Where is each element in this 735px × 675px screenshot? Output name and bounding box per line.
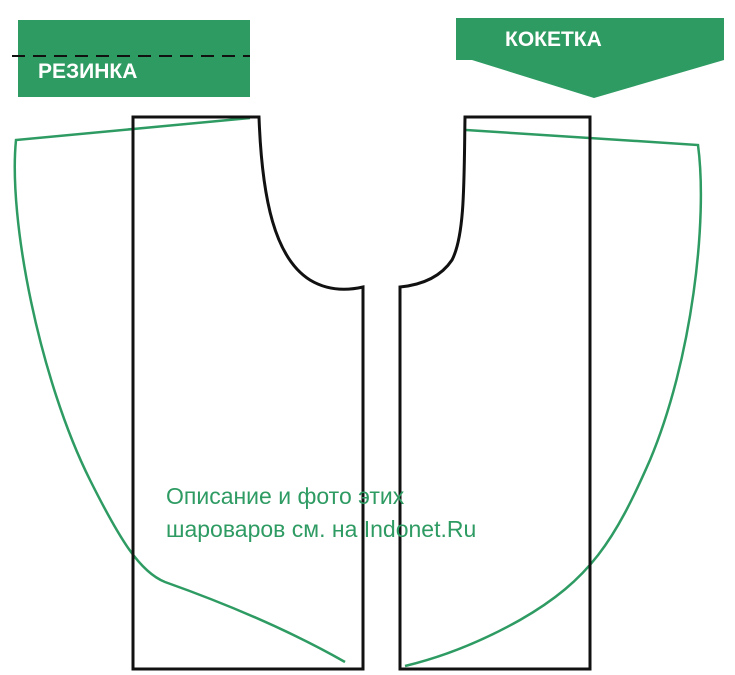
left-flare-outline <box>13 116 346 664</box>
right-flare-outline <box>404 128 703 668</box>
caption-line-1: Описание и фото этих <box>166 483 405 509</box>
caption-line-2: шароваров см. на Indonet.Ru <box>166 516 476 542</box>
rezinka-label: РЕЗИНКА <box>38 60 137 83</box>
koketka-badge-arrow <box>456 18 724 98</box>
koketka-label: КОКЕТКА <box>505 28 602 51</box>
rezinka-badge-box <box>18 20 250 97</box>
rezinka-badge: РЕЗИНКА <box>12 20 250 97</box>
caption: Описание и фото этих шароваров см. на In… <box>166 483 476 542</box>
right-pattern-panel <box>398 115 592 671</box>
koketka-badge: КОКЕТКА <box>456 18 724 98</box>
left-pattern-panel <box>131 115 365 671</box>
